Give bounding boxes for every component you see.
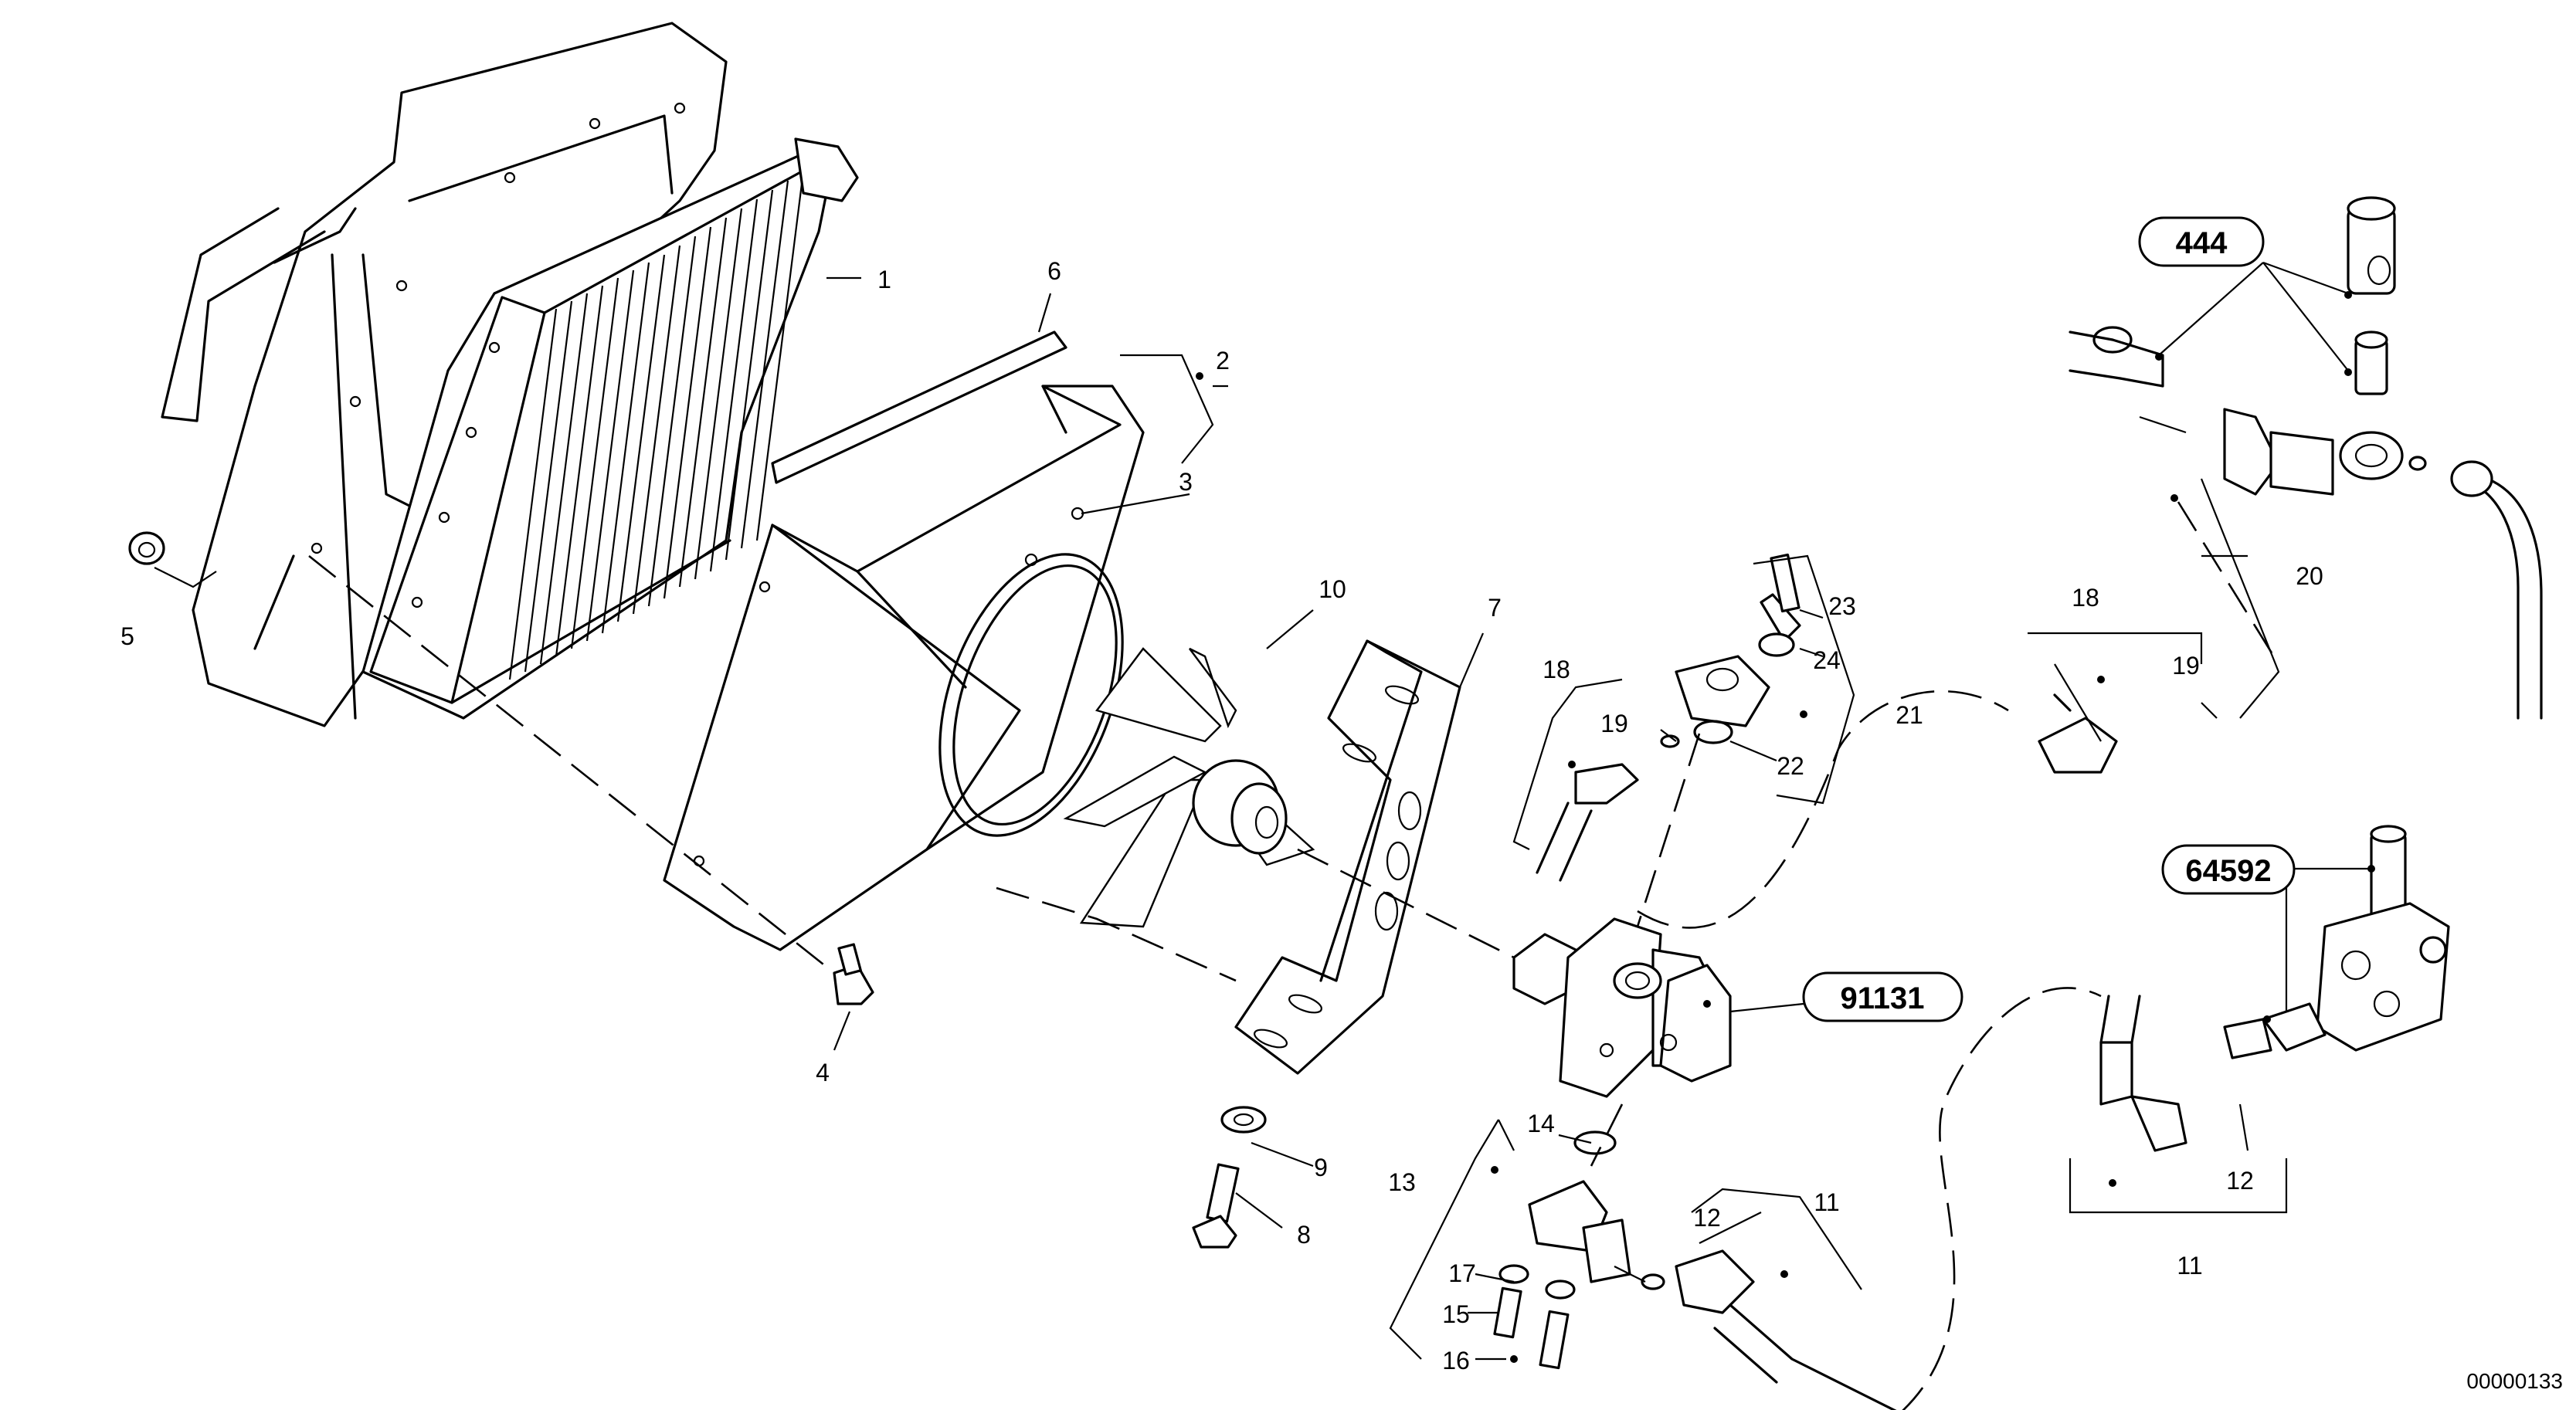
callout-1: 1 <box>877 266 891 293</box>
leader-lines <box>154 261 2371 1361</box>
callout-numbers: 1 2 3 4 5 6 7 8 9 10 11 11 12 12 13 14 1… <box>120 257 2323 1374</box>
callout-16: 16 <box>1442 1347 1470 1374</box>
callout-2: 2 <box>1216 347 1230 375</box>
callout-15: 15 <box>1442 1300 1470 1328</box>
reference-dots <box>1196 291 2375 1363</box>
callout-17: 17 <box>1448 1259 1476 1287</box>
hose-lines <box>1536 690 2187 1410</box>
fasteners <box>128 531 1267 1249</box>
callout-8: 8 <box>1297 1221 1311 1249</box>
fan-wheel <box>1063 647 1315 928</box>
callout-12-left: 12 <box>1693 1204 1721 1232</box>
fan-shroud <box>663 385 1145 951</box>
callout-11-left: 11 <box>1814 1188 1839 1216</box>
callout-12-right: 12 <box>2226 1167 2254 1195</box>
seal-strip <box>771 330 1067 484</box>
reference-badge-91131: 91131 <box>1802 971 1963 1022</box>
reference-badge-444: 444 <box>2138 216 2265 267</box>
callout-22: 22 <box>1777 752 1804 780</box>
reference-label: 64592 <box>2185 854 2271 888</box>
callout-9: 9 <box>1314 1154 1328 1181</box>
callout-11-right: 11 <box>2177 1252 2202 1280</box>
callout-14: 14 <box>1527 1110 1555 1137</box>
mounting-bracket <box>1234 639 1461 1075</box>
hydraulic-motor <box>1512 917 1732 1098</box>
callout-7: 7 <box>1488 594 1502 622</box>
oil-cooler-core <box>361 137 859 720</box>
callout-21: 21 <box>1896 701 1923 729</box>
callout-24: 24 <box>1813 646 1841 674</box>
flange-fitting-lower <box>1493 1130 1665 1370</box>
valve-block-64592 <box>2223 825 2450 1059</box>
callout-19-left: 19 <box>1600 710 1628 737</box>
callout-18-right: 18 <box>2072 584 2099 612</box>
fittings-444 <box>2069 196 2543 720</box>
callout-10: 10 <box>1319 575 1346 603</box>
reference-label: 91131 <box>1840 981 1924 1015</box>
callout-5: 5 <box>120 622 134 650</box>
construction-lines <box>308 501 2280 1167</box>
document-number: 00000133 <box>2466 1369 2563 1393</box>
callout-18-left: 18 <box>1543 656 1570 683</box>
callout-20: 20 <box>2296 562 2323 590</box>
callout-23: 23 <box>1828 592 1856 620</box>
callout-4: 4 <box>816 1059 830 1086</box>
callout-13: 13 <box>1388 1168 1416 1196</box>
callout-3: 3 <box>1179 468 1193 496</box>
callout-19-right: 19 <box>2172 652 2200 680</box>
reference-label: 444 <box>2176 226 2228 260</box>
flange-fitting-upper <box>1660 553 1801 748</box>
reference-badge-64592: 64592 <box>2161 844 2296 895</box>
callout-6: 6 <box>1047 257 1061 285</box>
